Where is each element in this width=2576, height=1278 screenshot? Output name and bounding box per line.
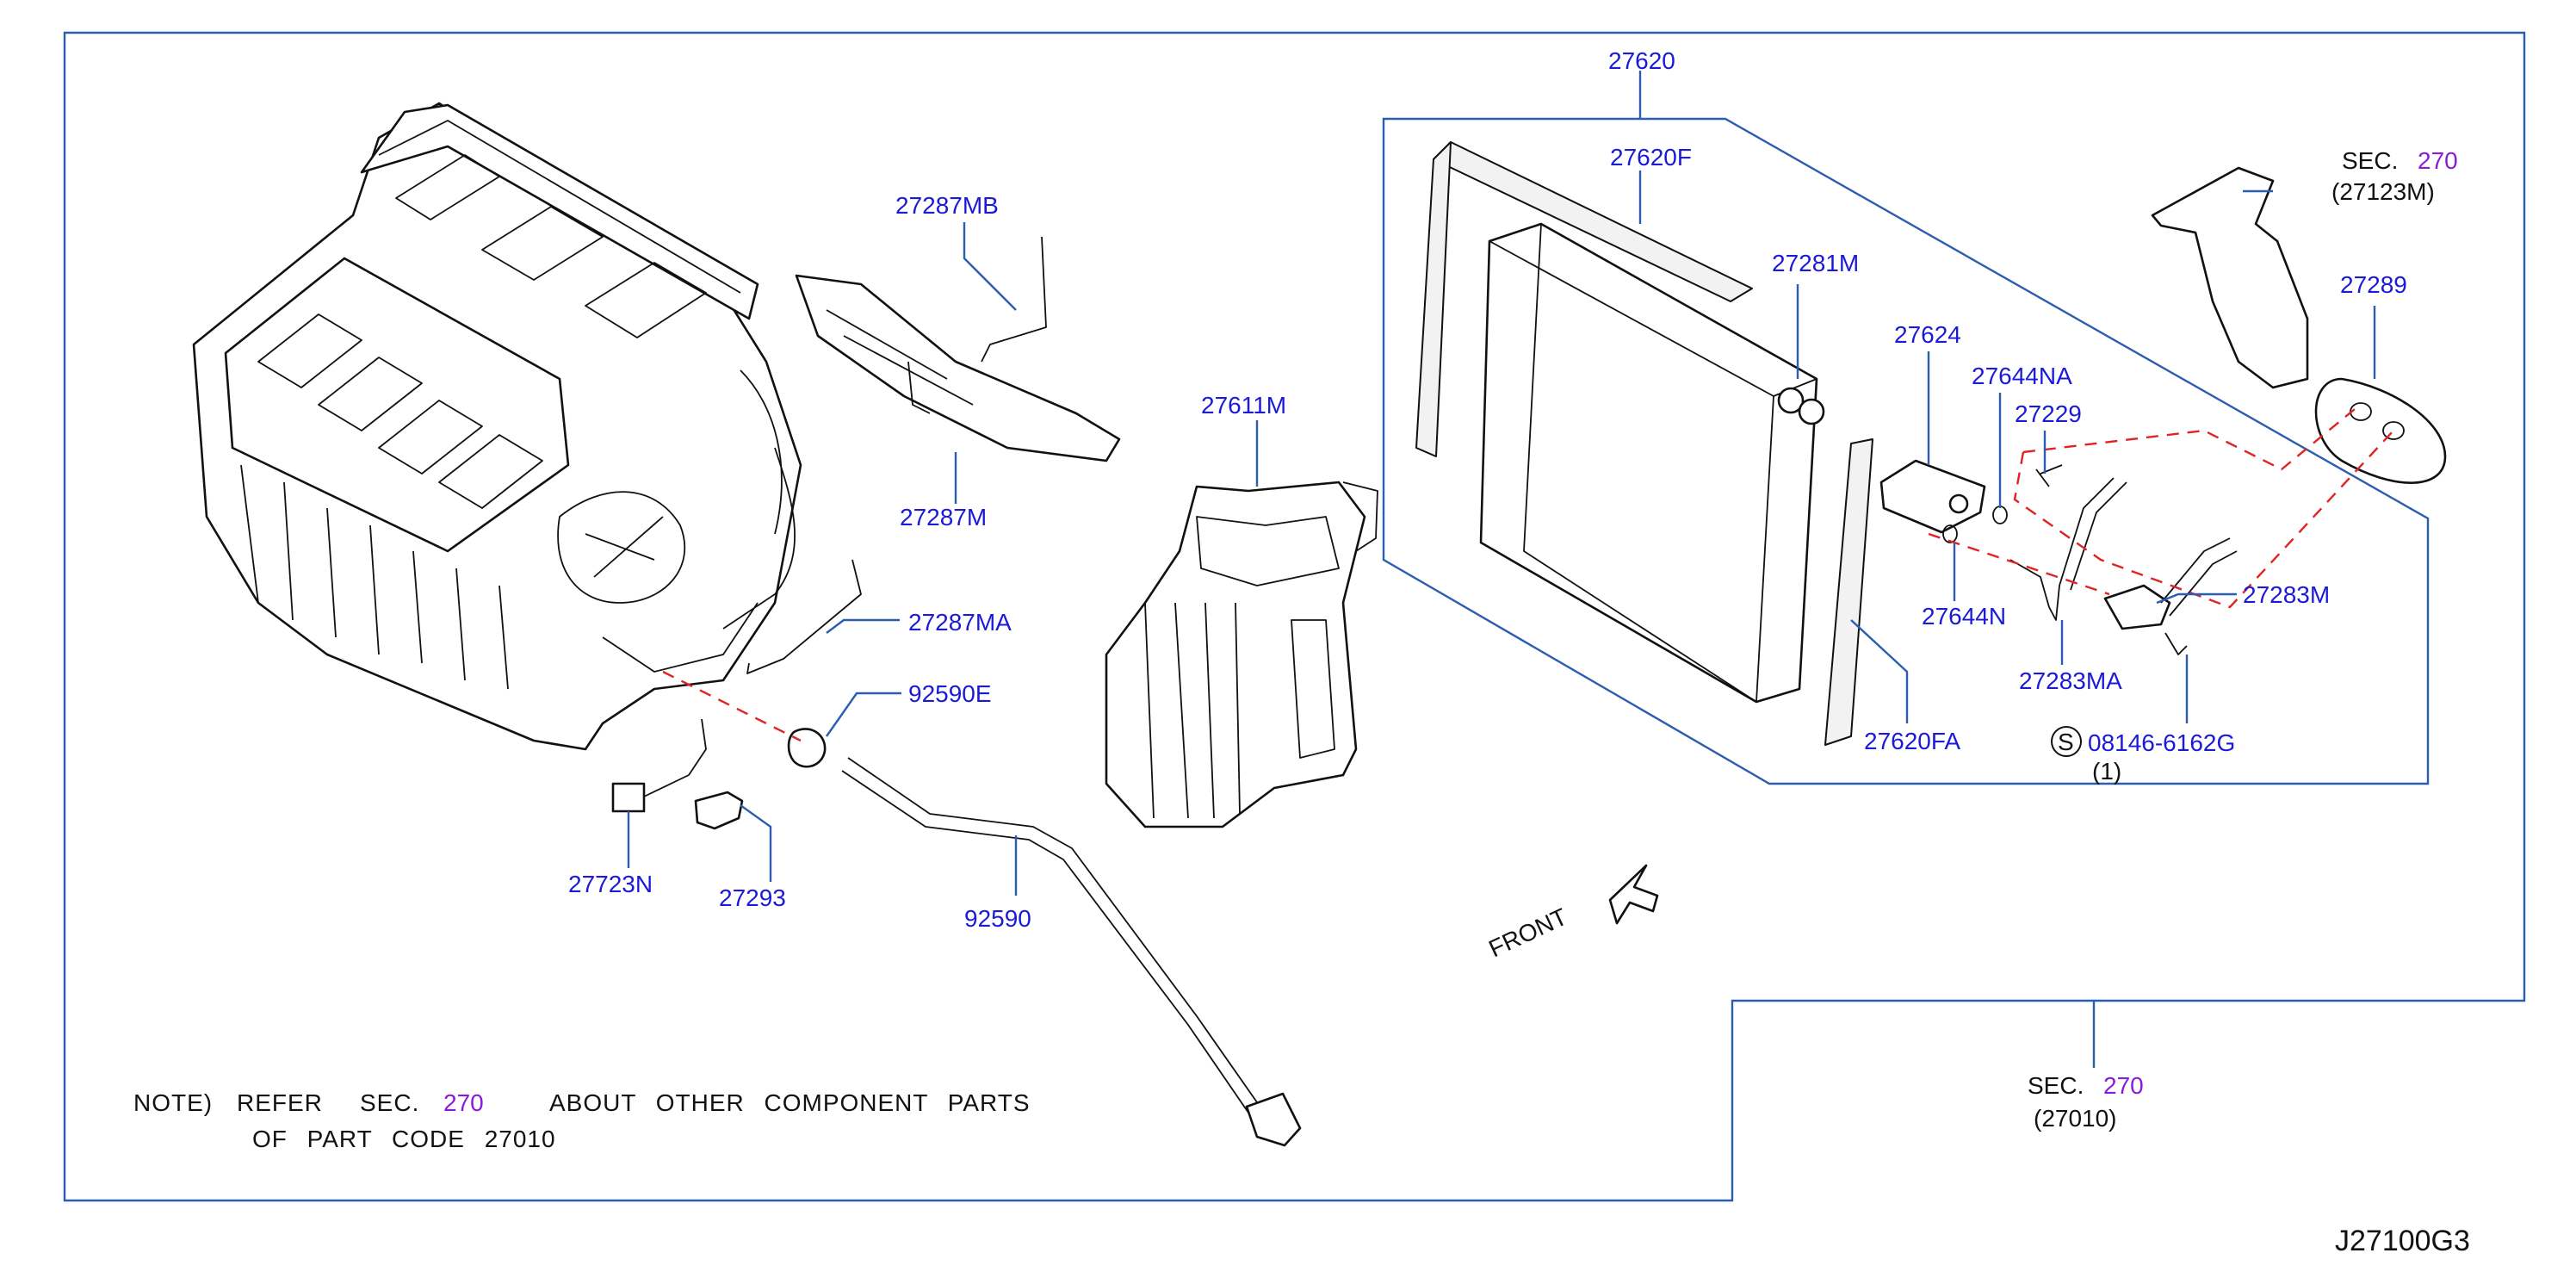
callout-08146-qty: (1) [2092,758,2121,785]
svg-text:270: 270 [2103,1072,2144,1099]
seal-27620f-side [1415,141,1452,457]
leader-lines [627,71,2376,1068]
hidden-path-left [662,670,802,742]
cover-27123m [2151,166,2309,389]
svg-text:(27123M): (27123M) [2331,178,2435,205]
svg-text:SEC.: SEC. [2028,1072,2084,1099]
hidden-path-right-a [2022,408,2356,471]
pipe-27283m [2103,537,2238,630]
hose-27287ma [746,559,862,674]
svg-text:270: 270 [2418,147,2458,174]
standard-part-mark: S [2058,729,2074,755]
standard-part-circle [2051,726,2082,757]
seal-27620fa [1824,438,1873,746]
hidden-path-right-b [2013,430,2394,609]
clip-27293 [694,791,744,830]
clip-92590e [787,728,827,768]
callout-92590e: 92590E [908,680,992,707]
callout-27620: 27620 [1608,47,1675,74]
blower-case-27611m [1105,481,1378,828]
o-ring-27644n [1942,524,1958,543]
svg-text:270: 270 [443,1089,484,1116]
duct-27287mb [795,236,1121,462]
svg-text:OF PART CODE 27010: OF PART CODE 27010 [252,1126,556,1152]
sec-ref-bottom-right: SEC. 270 (27010) [2028,1072,2144,1132]
front-arrow [1608,864,1659,925]
heater-unit-assembly [192,102,802,751]
callout-27624: 27624 [1894,321,1961,348]
callout-27289: 27289 [2340,271,2407,298]
callout-27283m: 27283M [2243,581,2330,608]
outer-frame [63,31,2526,1202]
svg-text:SEC.: SEC. [2342,147,2398,174]
svg-text:(27010): (27010) [2034,1105,2117,1132]
pipe-27283ma [2009,477,2115,621]
svg-text:NOTE): NOTE) [133,1089,213,1116]
bolt-08146 [2164,632,2188,655]
callout-27644na: 27644NA [1972,363,2072,389]
callout-27620f: 27620F [1610,144,1692,171]
callout-27287ma: 27287MA [908,609,1012,636]
callout-27723n: 27723N [568,871,653,897]
callout-27611m: 27611M [1201,392,1286,419]
callout-27287m: 27287M [900,504,987,530]
callout-27229: 27229 [2015,400,2082,427]
front-label: FRONT [1484,903,1571,963]
evaporator-group-frame [1382,117,2430,785]
svg-text:REFER: REFER [237,1089,323,1116]
callout-92590: 92590 [964,905,1031,932]
callout-08146-6162g: 08146-6162G [2088,729,2235,756]
callout-27283ma: 27283MA [2019,667,2122,694]
callout-27281m: 27281M [1772,250,1859,276]
svg-text:SEC.: SEC. [360,1089,419,1116]
evaporator-core-27620 [1479,222,1825,704]
grommet-27289 [2314,377,2447,484]
sec-ref-top-right: SEC. 270 (27123M) [2331,147,2458,205]
drain-hose-92590 [841,757,1302,1147]
expansion-valve-27624 [1879,459,1986,534]
bolt-27229 [2035,464,2063,487]
callout-27644n: 27644N [1922,603,2006,630]
hidden-path-right-c [1928,532,2110,596]
callout-27293: 27293 [719,884,786,911]
svg-text:ABOUT OTHER COMPONENT PARTS: ABOUT OTHER COMPONENT PARTS [549,1089,1031,1116]
diagram-code: J27100G3 [2335,1225,2470,1257]
o-ring-27644na [1992,506,2008,524]
note-text: NOTE) REFER SEC. 270 ABOUT OTHER COMPONE… [133,1089,1031,1152]
sensor-27723n [611,718,707,813]
pipe-27283ma-b [2070,481,2127,591]
callout-27287mb: 27287MB [895,192,999,219]
callout-27620fa: 27620FA [1864,728,1960,754]
